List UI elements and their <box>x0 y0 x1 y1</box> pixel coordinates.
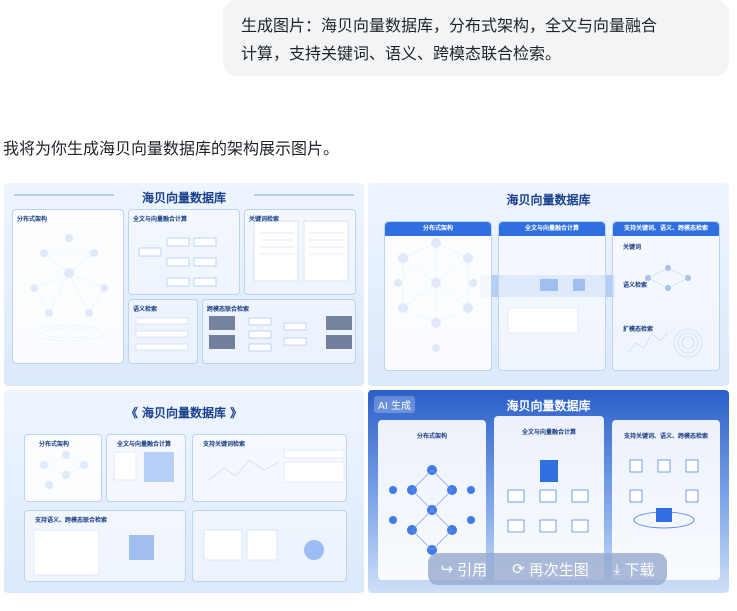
download-icon: ⤓ <box>613 560 621 578</box>
image-3-panel-label-4: 支持语义、跨模态联合检索 <box>35 517 108 524</box>
image-2-title: 海贝向量数据库 <box>506 193 591 207</box>
generated-image-2[interactable]: 海贝向量数据库 分布式架构 全文与向量融合计算 支持关键词、语义、跨模态检索 关… <box>368 183 729 386</box>
image-1-panel-label-2: 全文与向量融合计算 <box>133 216 188 223</box>
refresh-icon: ⟳ <box>512 560 525 578</box>
image-4-panel-head-3: 支持关键词、语义、跨模态检索 <box>623 433 708 440</box>
image-4-panel-retrieval: 支持关键词、语义、跨模态检索 <box>612 420 720 580</box>
image-1-title: 海贝向量数据库 <box>141 191 226 205</box>
image-4-panel-head-2: 全文与向量融合计算 <box>521 429 576 436</box>
image-4-panel-fusion: 全文与向量融合计算 <box>494 416 604 580</box>
image-3-panel-fusion: 全文与向量融合计算 <box>106 434 186 502</box>
image-1-panel-fusion: 全文与向量融合计算 <box>128 209 240 295</box>
user-message-line-2: 计算，支持关键词、语义、跨模态联合检索。 <box>241 44 562 63</box>
image-3-panel-label-3: 支持关键词检索 <box>203 441 246 448</box>
image-4-decoration <box>378 416 720 580</box>
image-1-panel-keyword: 关键词检索 <box>244 209 356 295</box>
image-4-title: 海贝向量数据库 <box>506 399 591 413</box>
image-2-panel-head-2: 全文与向量融合计算 <box>499 222 605 236</box>
image-2-panel-head-1: 分布式架构 <box>385 222 491 236</box>
generated-image-grid: 海贝向量数据库 分布式架构 全文与向量融合计算 关键词检索 语义检索 跨模态联合… <box>4 183 729 593</box>
image-2-panel-head-3: 支持关键词、语义、跨模态检索 <box>613 222 719 236</box>
image-2-panel-fusion: 全文与向量融合计算 <box>498 221 606 371</box>
image-3-panel-distributed: 分布式架构 <box>24 434 102 502</box>
image-1-panel-crossmodal: 跨模态联合检索 <box>202 299 356 364</box>
generated-image-4[interactable]: AI 生成 海贝向量数据库 分布式架构 全文与向量融合计算 支持关键词、语义、跨… <box>368 390 729 593</box>
assistant-message: 我将为你生成海贝向量数据库的架构展示图片。 <box>3 139 340 158</box>
download-label: 下载 <box>624 560 655 579</box>
regenerate-label: 再次生图 <box>528 560 589 579</box>
image-4-panel-distributed: 分布式架构 <box>378 420 486 580</box>
image-2-sub-label-3: 扩模态检索 <box>623 326 654 333</box>
image-1-panel-label-3: 关键词检索 <box>249 216 280 223</box>
image-3-panel-visual <box>192 510 347 582</box>
image-1-panel-distributed: 分布式架构 <box>12 209 124 364</box>
image-action-bar: ↪ 引用 ⟳ 再次生图 ⤓ 下载 <box>428 553 667 585</box>
ai-generated-badge: AI 生成 <box>374 396 415 413</box>
quote-button[interactable]: ↪ 引用 <box>441 559 488 580</box>
image-1-panel-label-5: 跨模态联合检索 <box>207 306 250 313</box>
image-1-panel-semantic: 语义检索 <box>128 299 198 364</box>
image-4-panel-head-1: 分布式架构 <box>416 433 447 440</box>
image-2-sub-label-2: 语义检索 <box>623 282 648 289</box>
image-3-panel-label-2: 全文与向量融合计算 <box>117 441 172 448</box>
regenerate-button[interactable]: ⟳ 再次生图 <box>512 559 589 580</box>
quote-label: 引用 <box>457 560 488 579</box>
generated-image-1[interactable]: 海贝向量数据库 分布式架构 全文与向量融合计算 关键词检索 语义检索 跨模态联合… <box>4 183 364 386</box>
image-1-panel-label-4: 语义检索 <box>133 306 158 313</box>
image-2-panel-retrieval: 支持关键词、语义、跨模态检索 关键词 语义检索 扩模态检索 <box>612 221 720 371</box>
user-message-line-1: 生成图片：海贝向量数据库，分布式架构，全文与向量融合 <box>241 16 658 35</box>
user-message-bubble: 生成图片：海贝向量数据库，分布式架构，全文与向量融合 计算，支持关键词、语义、跨… <box>223 0 729 76</box>
image-1-panel-label-1: 分布式架构 <box>17 216 48 223</box>
image-2-panel-distributed: 分布式架构 <box>384 221 492 371</box>
image-3-title: 《 海贝向量数据库 》 <box>125 406 243 420</box>
image-3-panel-label-1: 分布式架构 <box>39 441 70 448</box>
generated-image-3[interactable]: 《 海贝向量数据库 》 分布式架构 全文与向量融合计算 支持关键词检索 支持语义… <box>4 390 364 593</box>
quote-icon: ↪ <box>440 560 454 578</box>
image-3-panel-keyword: 支持关键词检索 <box>192 434 347 502</box>
image-3-panel-semantic-crossmodal: 支持语义、跨模态联合检索 <box>24 510 186 582</box>
image-2-sub-label-1: 关键词 <box>623 244 642 251</box>
download-button[interactable]: ⤓ 下载 <box>614 559 655 580</box>
